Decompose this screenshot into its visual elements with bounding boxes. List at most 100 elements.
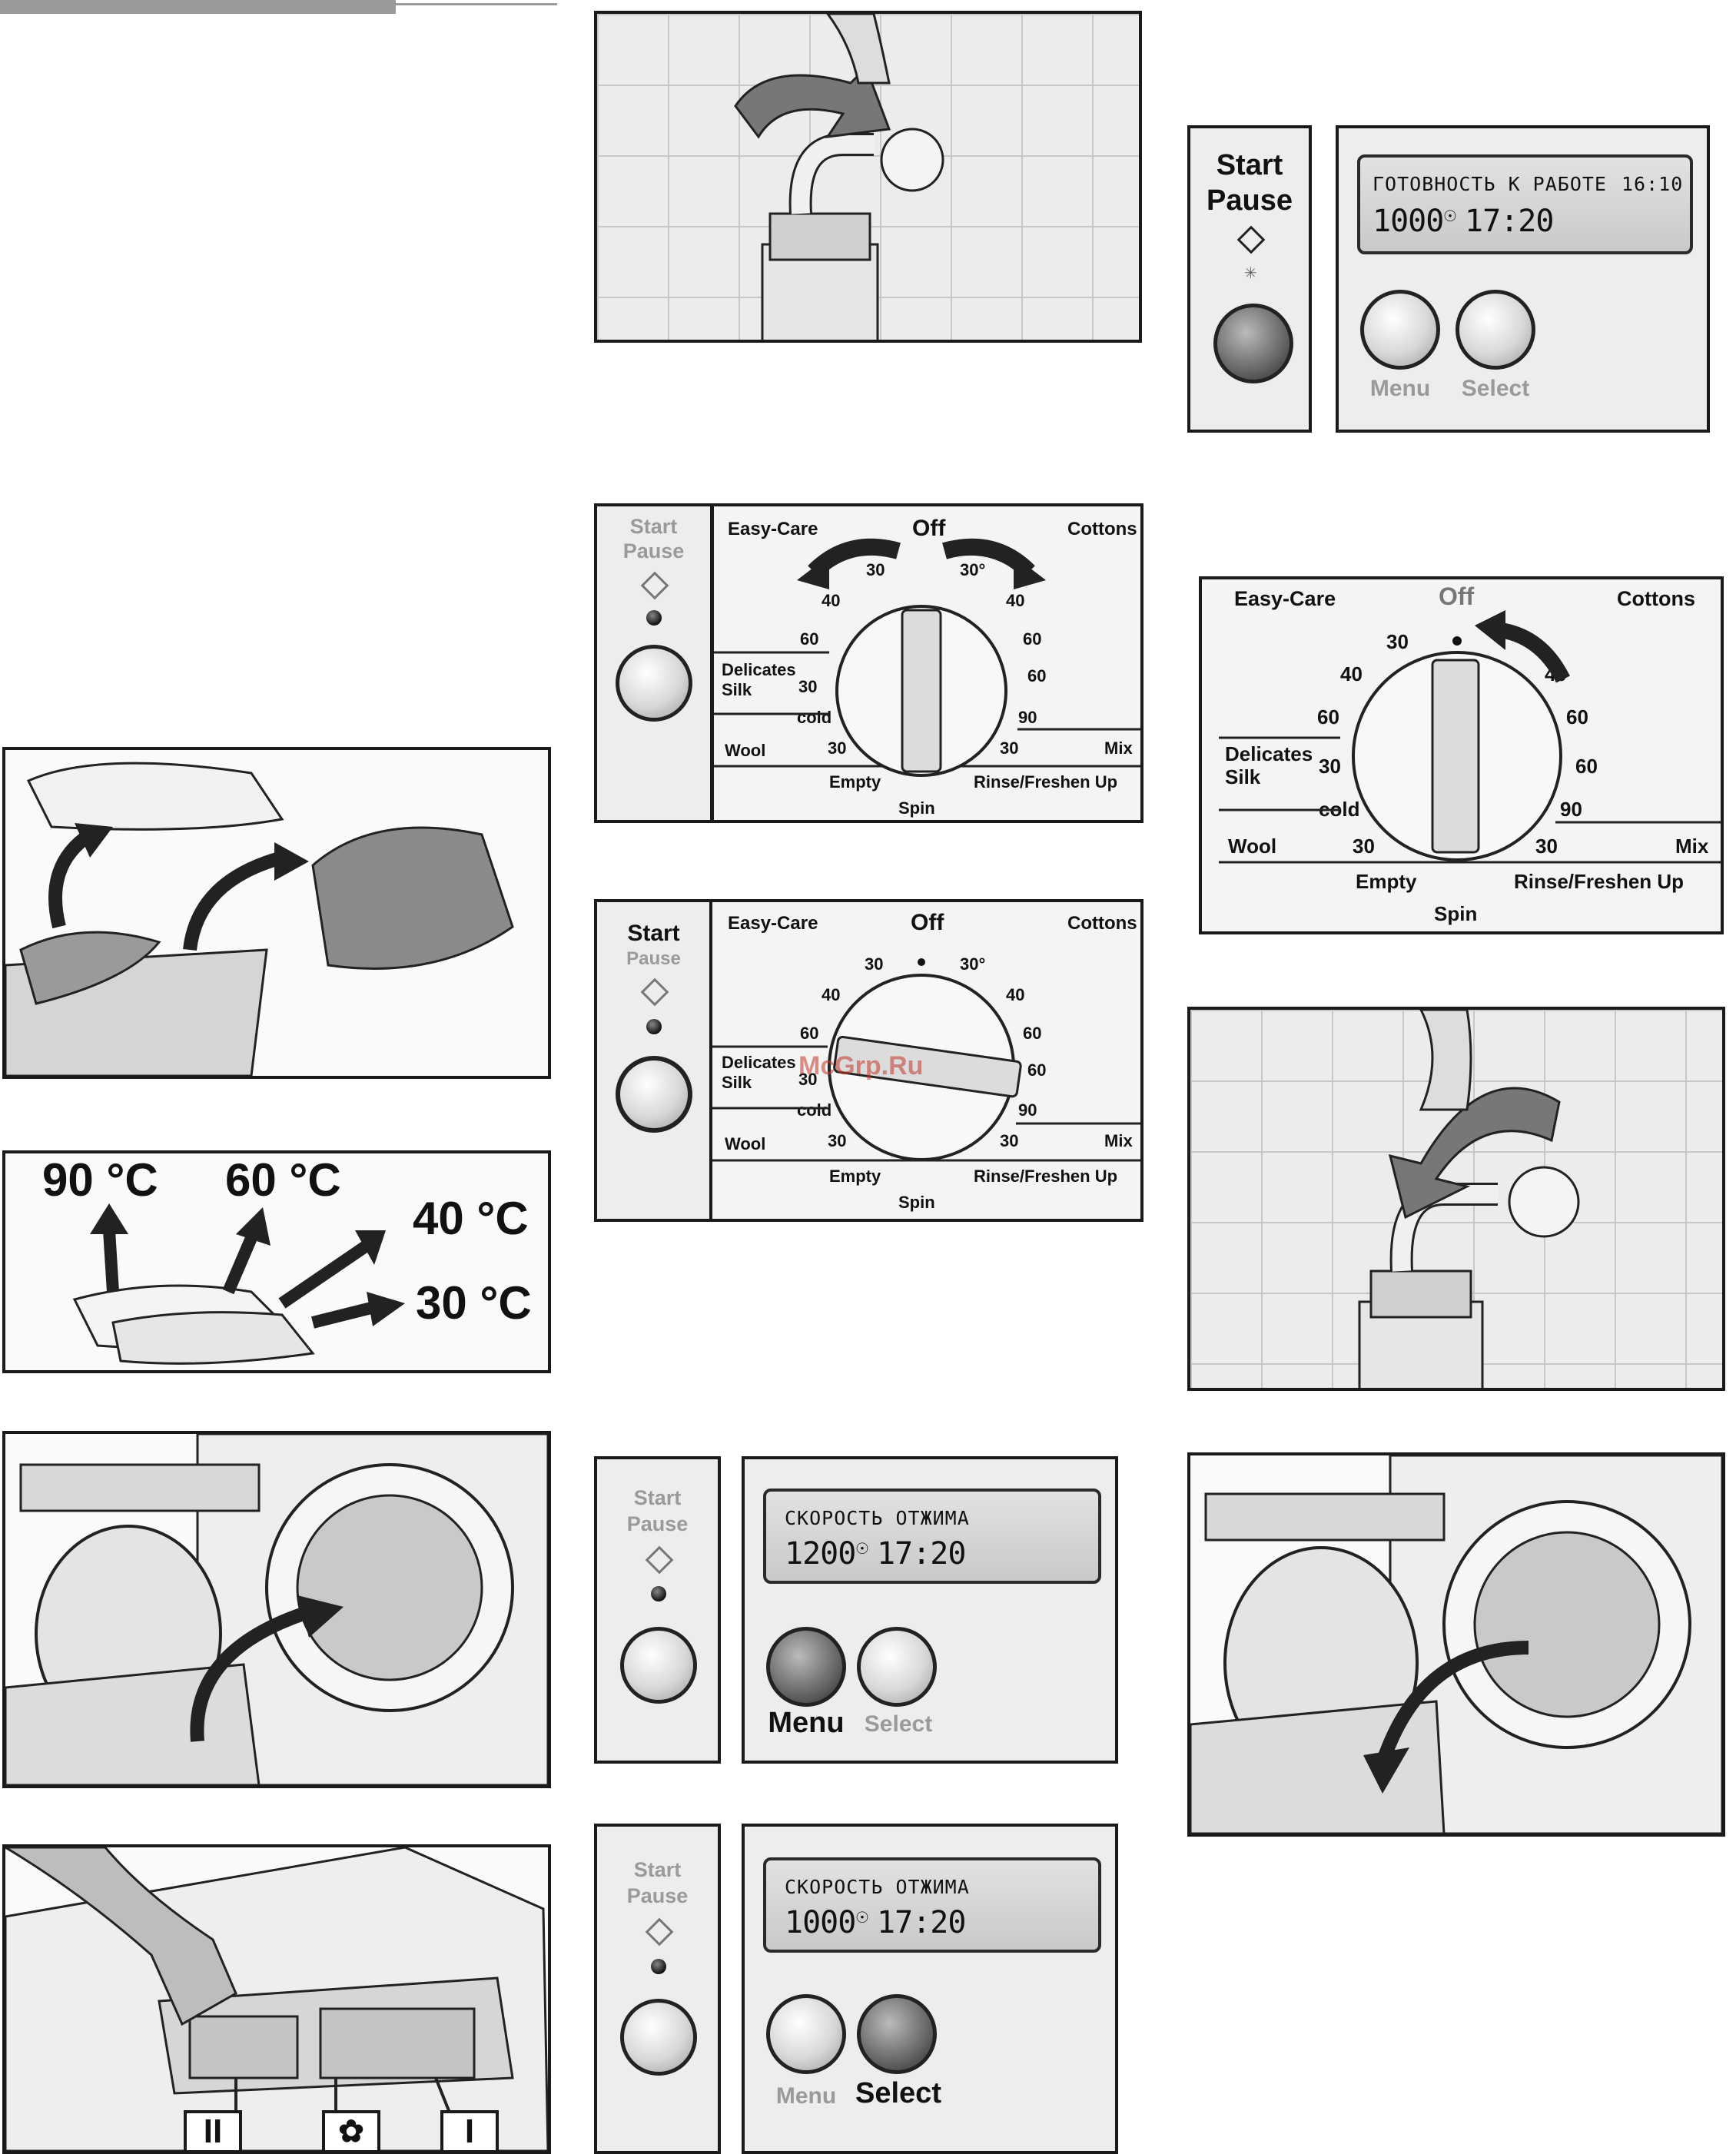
temp-30-wool: 30 (828, 738, 847, 758)
label-rinse: Rinse/Freshen Up (974, 772, 1118, 792)
start-diamond-icon (1236, 225, 1266, 254)
indicator-led (646, 1019, 662, 1034)
lcd-spin-menu: СКОРОСТЬ ОТЖИМА 1200 ☉ 17:20 (763, 1489, 1101, 1584)
display-panel-spin-select: СКОРОСТЬ ОТЖИМА 1000 ☉ 17:20 Menu Select (742, 1824, 1118, 2154)
label-easy-care: Easy-Care (728, 913, 818, 934)
tap-close-drawing (1358, 1010, 1580, 1388)
label-delicates: Delicates (722, 660, 796, 679)
lcd-clock: 16:10 (1621, 173, 1684, 195)
program-dial-panel-1: Easy-Care Off Cottons 30 30° 40 40 60 60… (711, 503, 1144, 823)
sort-laundry-illustration (2, 747, 551, 1079)
start-diamond-icon (645, 1917, 674, 1947)
start-label: Start (633, 1486, 682, 1509)
menu-button[interactable] (1360, 290, 1440, 370)
label-empty: Empty (1356, 870, 1417, 893)
temp-30-left: 30 (866, 560, 885, 579)
compartment-I-label: I (440, 2110, 499, 2151)
label-cold: cold (797, 1100, 832, 1120)
lcd-end-time: 17:20 (877, 1905, 966, 1940)
watermark: McGrp.Ru (798, 1051, 924, 1080)
temp-40-label: 40 °C (413, 1193, 529, 1244)
temp-60-cottons: 60 (1575, 755, 1598, 778)
menu-button[interactable] (766, 1627, 846, 1707)
start-label: Start (633, 1858, 682, 1881)
label-wool: Wool (725, 1134, 766, 1153)
dial-knob-drawing (1219, 610, 1721, 864)
menu-button[interactable] (766, 1994, 846, 2074)
temp-30-delicates: 30 (1319, 755, 1341, 778)
temp-60-label: 60 °C (225, 1154, 341, 1206)
menu-label: Menu (775, 2083, 837, 2109)
top-rule (0, 0, 396, 14)
label-cottons: Cottons (1617, 587, 1695, 610)
temp-30-left: 30 (1386, 630, 1409, 653)
temp-60-left: 60 (800, 1024, 819, 1043)
unload-machine-drawing (1190, 1455, 1722, 1834)
label-wool: Wool (725, 741, 766, 760)
label-rinse: Rinse/Freshen Up (1514, 870, 1685, 893)
lcd-status-text: ГОТОВНОСТЬ К РАБОТЕ (1373, 173, 1607, 195)
select-button[interactable] (857, 1627, 937, 1707)
label-cottons: Cottons (1067, 519, 1137, 539)
start-diamond-icon (640, 571, 669, 600)
temp-30deg-right: 30° (960, 954, 986, 974)
dial-knob-drawing (712, 958, 1140, 1162)
start-diamond-icon (645, 1545, 674, 1575)
lcd-status-text: СКОРОСТЬ ОТЖИМА (785, 1507, 970, 1529)
temp-30-left: 30 (865, 954, 884, 974)
temp-60-cottons: 60 (1027, 666, 1047, 685)
lcd-spin-select: СКОРОСТЬ ОТЖИМА 1000 ☉ 17:20 (763, 1857, 1101, 1953)
temp-60-left: 60 (800, 629, 819, 649)
display-panel-spin-menu: СКОРОСТЬ ОТЖИМА 1200 ☉ 17:20 Menu Select (742, 1456, 1118, 1764)
label-mix: Mix (1675, 835, 1709, 858)
compartment-softener-icon: ✿ (322, 2110, 380, 2151)
label-spin: Spin (898, 798, 935, 818)
program-dial-panel-2: Easy-Care Off Cottons 30 30° 40 40 60 60… (709, 899, 1144, 1222)
start-label: Start (629, 515, 678, 538)
temp-30-label: 30 °C (416, 1277, 532, 1329)
lcd-status-text: СКОРОСТЬ ОТЖИМА (785, 1876, 970, 1898)
start-pause-panel-1: Start Pause ✳ (1187, 125, 1312, 433)
lcd-end-time: 17:20 (1465, 204, 1554, 239)
label-silk: Silk (722, 1073, 752, 1092)
menu-label: Menu (768, 1707, 845, 1739)
indicator-led (651, 1959, 666, 1974)
tap-close-illustration (1187, 1007, 1725, 1391)
temp-30-mix: 30 (1535, 835, 1558, 858)
lcd-spin-speed: 1200 (785, 1536, 856, 1572)
tap-open-illustration (594, 11, 1142, 343)
start-pause-button[interactable] (616, 645, 692, 722)
label-delicates: Delicates (1225, 742, 1313, 765)
program-dial-panel-right: Easy-Care Off Cottons 30 40 40 60 60 Del… (1199, 576, 1724, 934)
select-button[interactable] (857, 1994, 937, 2074)
temp-60-right: 60 (1566, 705, 1588, 729)
temperature-sort-illustration: 90 °C 60 °C 40 °C 30 °C (2, 1150, 551, 1373)
display-panel-ready: ГОТОВНОСТЬ К РАБОТЕ 16:10 1000 ☉ 17:20 M… (1336, 125, 1710, 433)
indicator-led (646, 610, 662, 626)
temp-30-mix: 30 (1000, 1131, 1019, 1150)
unload-machine-illustration (1187, 1452, 1725, 1837)
sort-laundry-drawing (5, 762, 514, 1076)
select-label: Select (864, 1711, 933, 1737)
start-pause-button[interactable] (616, 1056, 692, 1133)
pause-label: Pause (626, 1512, 689, 1535)
top-rule-line (396, 3, 557, 5)
start-pause-button[interactable] (620, 1627, 697, 1704)
label-spin: Spin (1434, 902, 1478, 925)
start-label: Start (627, 921, 680, 946)
temp-30-delicates: 30 (798, 677, 818, 696)
spin-icon: ☉ (855, 1910, 869, 1927)
label-rinse: Rinse/Freshen Up (974, 1167, 1118, 1186)
select-button[interactable] (1456, 290, 1535, 370)
start-pause-panel-3: Start Pause (594, 899, 713, 1222)
detergent-drawing (5, 1847, 548, 2151)
start-pause-button[interactable] (1213, 304, 1293, 383)
start-pause-panel-5: Start Pause (594, 1824, 721, 2154)
label-silk: Silk (722, 680, 752, 699)
start-pause-button[interactable] (620, 1999, 697, 2076)
label-delicates: Delicates (722, 1053, 796, 1072)
temp-90: 90 (1560, 798, 1582, 821)
spin-icon: ☉ (855, 1541, 869, 1558)
temp-40-left: 40 (1340, 662, 1363, 685)
lcd-end-time: 17:20 (877, 1536, 966, 1572)
